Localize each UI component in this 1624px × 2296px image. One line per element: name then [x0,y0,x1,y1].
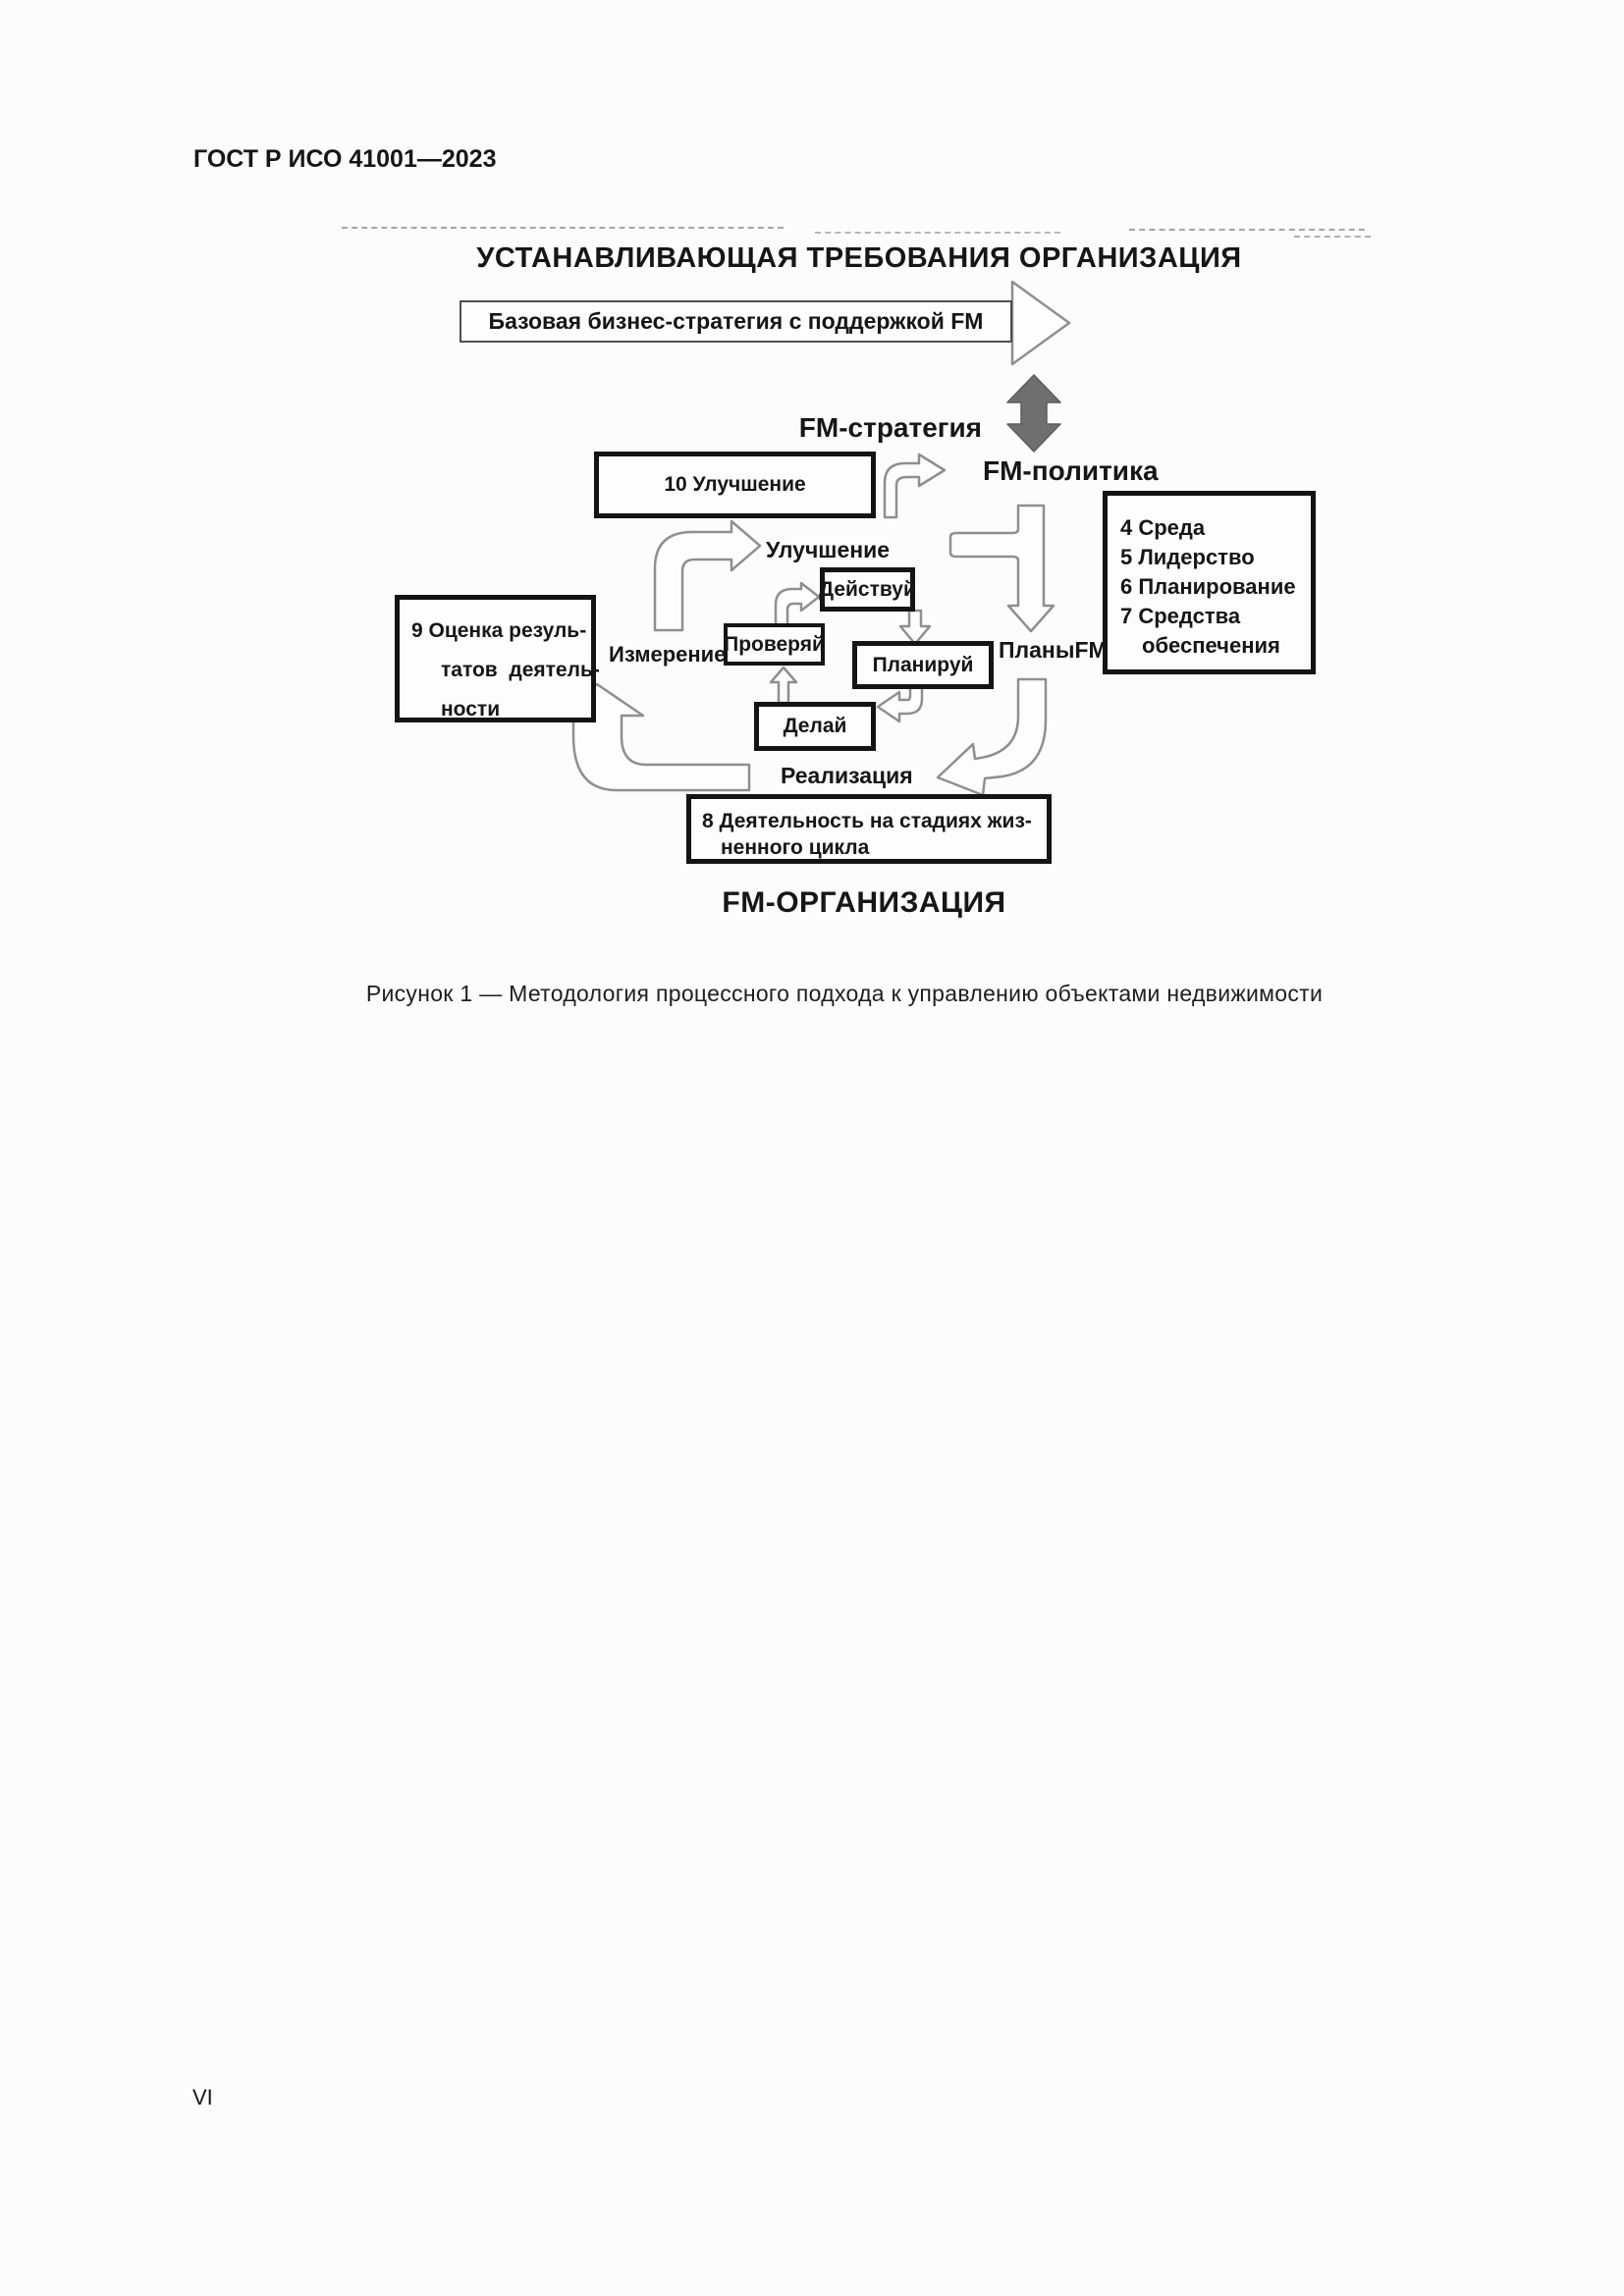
pdca-do-box: Делай [754,702,876,751]
arrow-do-to-check [769,666,798,705]
clauses-box-line: обеспечения [1142,633,1280,658]
scan-artifact-dashes [815,232,1060,234]
arrow-measurement-to-improvement [653,519,762,632]
fm-plans-label: ПланыFM [999,637,1108,663]
evaluation-box: 9 Оценка резуль- татов деятель- ности [395,595,600,722]
evaluation-box-line: татов деятель- [441,659,600,681]
realization-label: Реализация [781,763,913,788]
diagram-title: УСТАНАВЛИВАЮЩАЯ ТРЕБОВАНИЯ ОРГАНИЗАЦИЯ [476,242,1242,274]
improvement-label: Улучшение [766,537,891,562]
improvement-box: 10 Улучшение [594,452,876,518]
double-arrow-icon [1006,374,1061,453]
evaluation-box-line: 9 Оценка резуль- [411,619,587,642]
arrow-policy-to-plans [948,504,1056,633]
pdca-check-box: Проверяй [724,623,825,666]
measurement-label: Измерение [609,642,727,667]
scan-artifact-dashes [342,227,784,229]
lifecycle-box: 8 Деятельность на стадиях жиз- ненного ц… [686,794,1052,864]
fm-organization-label: FM-ОРГАНИЗАЦИЯ [722,886,1006,919]
clauses-box-line: 4 Среда [1120,515,1206,540]
arrow-improvement-to-policy [883,453,947,519]
figure-caption: Рисунок 1 — Методология процессного подх… [365,981,1324,1006]
page-number: VI [192,2085,213,2109]
pdca-plan-box: Планируй [852,641,994,689]
evaluation-box-line: ности [441,698,501,721]
lifecycle-box-line: ненного цикла [721,836,870,859]
arrow-plans-to-realization [936,677,1048,797]
strategy-arrow-box: Базовая бизнес-стратегия с поддержкой FM [460,300,1012,343]
clauses-box-line: 6 Планирование [1120,574,1296,599]
running-header: ГОСТ Р ИСО 41001—2023 [193,145,497,173]
scan-artifact-dashes [1129,229,1365,231]
arrow-plan-to-do [876,683,924,723]
fm-strategy-label: FM-стратегия [798,412,982,443]
fm-policy-label: FM-политика [983,455,1159,486]
clauses-box-line: 5 Лидерство [1120,545,1255,569]
arrow-realization-to-measurement [554,682,751,792]
strategy-arrowhead-icon [1010,280,1071,366]
clauses-box-line: 7 Средства [1120,604,1241,628]
arrow-act-to-plan [898,609,932,646]
lifecycle-box-line: 8 Деятельность на стадиях жиз- [702,810,1032,832]
scan-artifact-dashes [1294,236,1371,238]
arrow-check-to-act [774,581,821,630]
pdca-act-box: Действуй [819,567,916,612]
clauses-box: 4 Среда 5 Лидерство 6 Планирование 7 Сре… [1103,491,1316,674]
